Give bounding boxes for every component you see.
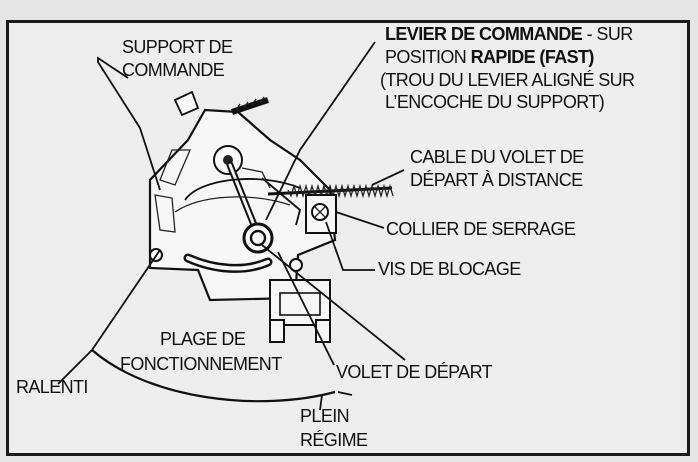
- label-ralenti: RALENTI: [16, 377, 88, 397]
- label-position-normal: POSITION: [385, 47, 471, 67]
- leader-lines: [57, 41, 406, 411]
- label-support-commande-2: COMMANDE: [122, 60, 225, 80]
- label-plage-2: FONCTIONNEMENT: [120, 354, 282, 374]
- diagram-frame: [6, 20, 690, 456]
- label-plein: PLEIN: [300, 406, 349, 426]
- label-levier-bold: LEVIER DE COMMANDE: [385, 24, 583, 44]
- label-position-bold: RAPIDE (FAST): [471, 47, 595, 67]
- label-support-commande-1: SUPPORT DE: [122, 37, 233, 57]
- label-collier: COLLIER DE SERRAGE: [386, 219, 576, 239]
- label-trou-aligne: (TROU DU LEVIER ALIGNÉ SUR: [380, 70, 635, 90]
- cable-spring: [287, 183, 394, 199]
- operating-range-arc: [91, 349, 336, 403]
- label-encoche: L’ENCOCHE DU SUPPORT): [385, 92, 604, 112]
- label-levier-sur: - SUR: [582, 24, 633, 44]
- label-cable-2: DÉPART À DISTANCE: [410, 170, 583, 190]
- label-levier: LEVIER DE COMMANDE - SUR: [385, 24, 633, 44]
- label-vis-blocage: VIS DE BLOCAGE: [378, 259, 521, 279]
- label-regime: RÉGIME: [300, 430, 368, 450]
- label-position: POSITION RAPIDE (FAST): [385, 47, 594, 67]
- label-plage-1: PLAGE DE: [160, 329, 246, 349]
- mechanism-illustration: [148, 90, 394, 343]
- label-cable-1: CABLE DU VOLET DE: [410, 147, 584, 167]
- label-volet-depart: VOLET DE DÉPART: [336, 362, 493, 382]
